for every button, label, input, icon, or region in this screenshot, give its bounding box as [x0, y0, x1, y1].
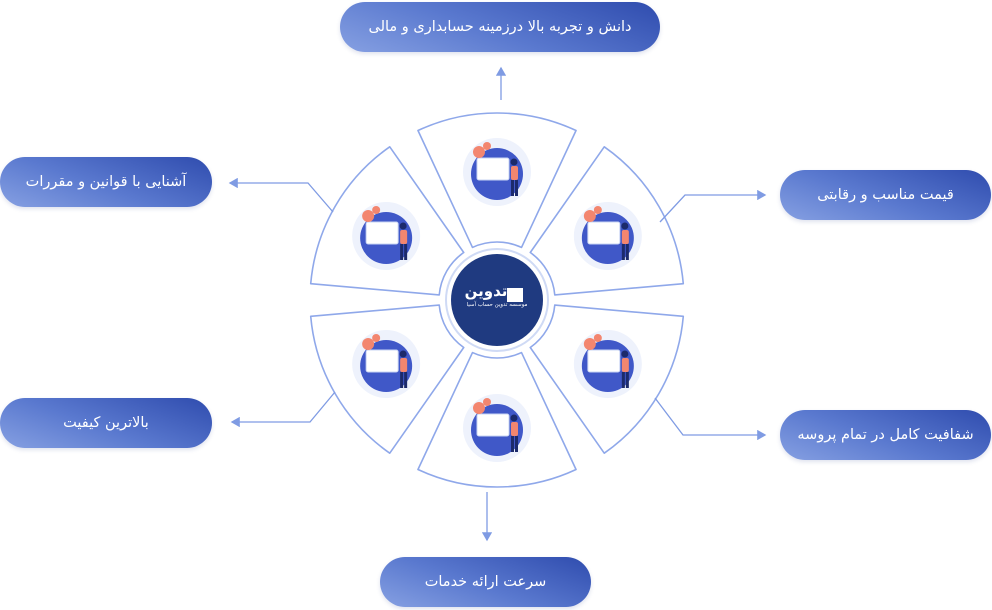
feature-pill-bottom: سرعت ارائه خدمات [380, 557, 591, 607]
brand-name: تدوین [464, 282, 508, 300]
center-logo [451, 254, 543, 346]
connector-bottom-right [654, 397, 767, 441]
feature-pill-top: دانش و تجربه بالا درزمینه حسابداری و مال… [340, 2, 660, 52]
connector-top-left [228, 177, 334, 213]
rating-stars-icon [352, 330, 421, 398]
feature-pill-top-left: آشنایی با قوانین و مقررات [0, 157, 212, 207]
feature-pill-bottom-right: شفافیت کامل در تمام پروسه [780, 410, 991, 460]
feature-pill-bottom-left: بالاترین کیفیت [0, 398, 212, 448]
presentation-chart-icon [463, 138, 531, 206]
connector-bottom-left [230, 391, 336, 428]
stopwatch-rocket-icon [463, 394, 531, 462]
web-dashboard-icon [573, 330, 642, 398]
center-logo-text: تدوین موسسه تدوین حساب آسیا [452, 282, 542, 308]
logo-mark-icon [507, 288, 523, 302]
connector-top-right [659, 189, 767, 223]
law-gavel-icon [352, 202, 421, 270]
brand-subtitle: موسسه تدوین حساب آسیا [466, 302, 528, 308]
balance-scale-icon [573, 202, 642, 270]
feature-pill-top-right: قیمت مناسب و رقابتی [780, 170, 991, 220]
